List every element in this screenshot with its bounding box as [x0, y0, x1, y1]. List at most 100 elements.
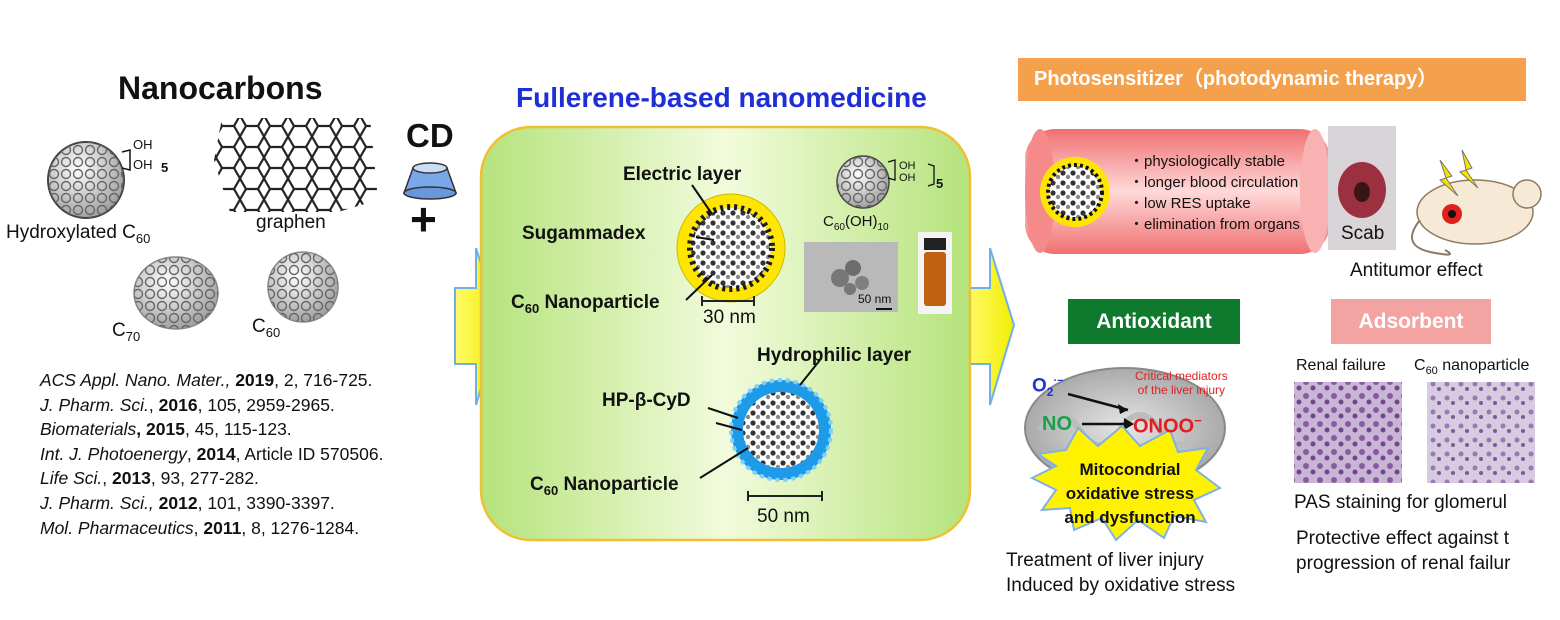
photosensitizer-banner: Photosensitizer（photodynamic therapy）: [1018, 58, 1526, 101]
c70-label: C70: [112, 320, 140, 344]
hydroxylated-subscript: 60: [135, 230, 151, 246]
hydroxylated-text: Hydroxylated C: [6, 222, 136, 243]
reference-item: J. Pharm. Sci., 2016, 105, 2959-2965.: [40, 394, 335, 415]
hpcyd-nanoparticle: [699, 359, 833, 482]
nanocarbons-title: Nanocarbons: [118, 70, 323, 106]
c60-np-rest: Nanoparticle: [539, 292, 660, 313]
vial-photo: [918, 232, 952, 314]
bullet-item: ・low RES uptake: [1129, 195, 1251, 212]
c60oh10-molecule: [836, 155, 935, 209]
c60-molecule: [267, 251, 339, 323]
scale-50nm-label: 50 nm: [757, 506, 810, 527]
c60-np2-text: C: [530, 474, 544, 495]
reference-item: Biomaterials, 2015, 45, 115-123.: [40, 419, 292, 440]
c70-subscript: 70: [125, 328, 141, 344]
scale-bar-30nm: [701, 296, 755, 306]
tem-scale-label: 50 nm: [858, 292, 892, 306]
burst-line-2: oxidative stress: [1065, 484, 1195, 503]
electric-layer-label: Electric layer: [623, 164, 742, 185]
oh-label-4: OH: [899, 172, 916, 184]
plus-sign: +: [410, 193, 437, 245]
stress-burst: [1029, 424, 1222, 542]
c60oh10-label: C60(OH)10: [823, 213, 889, 233]
c60oh10-subscript-2: 10: [877, 222, 889, 233]
arrow-center-to-right: [967, 247, 1016, 406]
c70-molecule: [133, 256, 219, 330]
caption-line-2: Induced by oxidative stress: [1006, 575, 1236, 596]
cyclodextrin-icon: [402, 162, 458, 200]
c60-nanoparticle-label-1: C60 Nanoparticle: [511, 292, 660, 316]
c60-nanoparticle-label-2: C60 Nanoparticle: [530, 474, 679, 498]
hydroxylated-c60-molecule: [47, 141, 131, 219]
protective-line-1: Protective effect against t: [1296, 528, 1509, 549]
scale-bar-50nm: [747, 491, 823, 501]
oh-label-3: OH: [899, 160, 916, 172]
bullet-item: ・physiologically stable: [1129, 153, 1285, 170]
mouse-illustration: [1411, 149, 1542, 256]
adsorbent-banner: Adsorbent: [1331, 299, 1491, 344]
c60-np2-rest: Nanoparticle: [558, 474, 679, 495]
reference-item: Life Sci., 2013, 93, 277-282.: [40, 468, 259, 489]
reference-item: Mol. Pharmaceutics, 2011, 8, 1276-1284.: [40, 517, 360, 538]
c60-np-subscript: 60: [524, 300, 540, 316]
nanomedicine-panel: [479, 125, 972, 542]
bullet-item: ・longer blood circulation: [1129, 174, 1299, 191]
c60np3-text: C: [1414, 357, 1426, 374]
o2-subscript: 2: [1046, 385, 1054, 400]
burst-line-1: Mitocondrial: [1079, 460, 1181, 479]
o2-text: O: [1032, 375, 1047, 397]
pas-staining-label: PAS staining for glomerul: [1294, 492, 1507, 513]
c60-nanoparticle-label-3: C60 nanoparticle: [1414, 357, 1529, 377]
onoo-label: ONOO−: [1133, 413, 1202, 439]
hpcyd-label: HP-β-CyD: [602, 390, 691, 411]
c60-text: C: [252, 316, 266, 337]
sugammadex-nanoparticle: [676, 184, 786, 303]
oh-label-1: OH: [133, 137, 153, 152]
pas-image-c60-nanoparticle: [1427, 382, 1535, 483]
onoo-text: ONOO: [1133, 415, 1195, 438]
hydroxylated-c60-label: Hydroxylated C60: [6, 222, 150, 246]
pas-image-renal-failure: [1294, 382, 1402, 483]
c60-label: C60: [252, 316, 280, 340]
oh-count: 5: [161, 160, 169, 175]
protective-effect-caption: Protective effect against t progression …: [1296, 526, 1510, 576]
nanomedicine-title: Fullerene-based nanomedicine: [516, 82, 927, 113]
onoo-superscript: −: [1194, 413, 1202, 428]
c60oh10-text: C: [823, 213, 834, 230]
critical-line-1: Critical mediators: [1135, 369, 1228, 383]
hydrophilic-layer-label: Hydrophilic layer: [757, 345, 912, 366]
c60-np-text: C: [511, 292, 525, 313]
bullet-item: ・elimination from organs: [1129, 216, 1300, 233]
scab-label: Scab: [1341, 223, 1385, 244]
oh-label-2: OH: [133, 157, 153, 172]
burst-line-3: and dysfunction: [1064, 508, 1196, 527]
no-label: NO: [1042, 413, 1072, 435]
protective-line-2: progression of renal failur: [1296, 553, 1511, 574]
burst-text: Mitocondrial oxidative stress and dysfun…: [1040, 458, 1220, 530]
reference-item: ACS Appl. Nano. Mater., 2019, 2, 716-725…: [40, 370, 373, 390]
renal-failure-label: Renal failure: [1296, 357, 1386, 374]
critical-line-2: of the liver injury: [1137, 383, 1226, 397]
graphen-label: graphen: [256, 212, 326, 233]
reference-item: Int. J. Photoenergy, 2014, Article ID 57…: [40, 443, 384, 464]
tem-image: [804, 242, 898, 312]
c60oh10-rest: (OH): [844, 213, 878, 230]
photosensitizer-bullets: ・physiologically stable ・longer blood ci…: [1129, 151, 1300, 235]
c60np3-subscript: 60: [1425, 365, 1438, 378]
c60-np2-subscript: 60: [543, 482, 559, 498]
antioxidant-banner: Antioxidant: [1068, 299, 1240, 344]
blood-vessel: [1025, 129, 1330, 254]
oh-count-2: 5: [936, 176, 944, 191]
antitumor-label: Antitumor effect: [1350, 260, 1483, 281]
c60oh10-subscript: 60: [833, 222, 845, 233]
c60-subscript: 60: [265, 324, 281, 340]
superoxide-label: O2·−: [1032, 375, 1064, 399]
c70-text: C: [112, 320, 126, 341]
graphene-sheet: [214, 118, 378, 212]
scale-30nm-label: 30 nm: [703, 307, 756, 328]
c60np3-rest: nanoparticle: [1437, 357, 1530, 374]
o2-superscript: ·−: [1053, 375, 1064, 387]
sugammadex-label: Sugammadex: [522, 223, 646, 244]
liver-injury-caption: Treatment of liver injury Induced by oxi…: [1006, 548, 1235, 598]
